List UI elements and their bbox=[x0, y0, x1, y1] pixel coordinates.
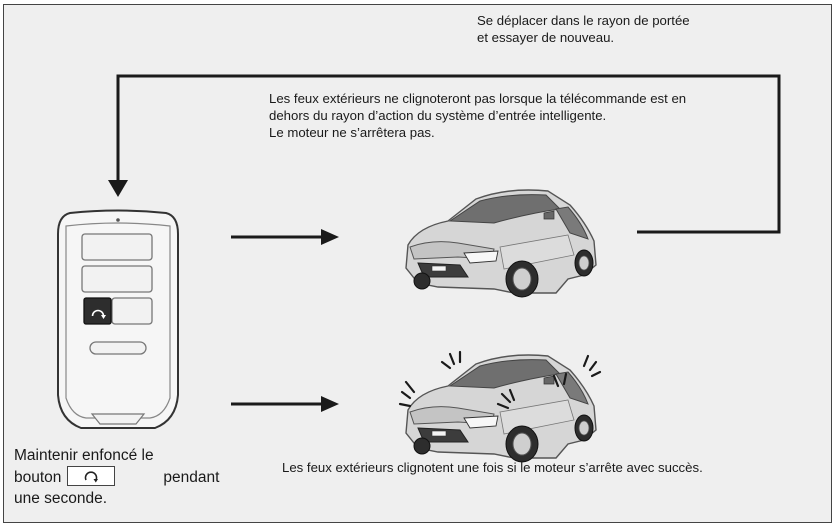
fob-unlock-button bbox=[81, 265, 153, 293]
out-line-3: Le moteur ne s’arrêtera pas. bbox=[269, 125, 435, 140]
hold-line-1: Maintenir enfoncé le bbox=[14, 447, 154, 464]
car-flashing bbox=[398, 350, 602, 463]
fob-trunk-button bbox=[111, 297, 153, 325]
remote-start-button-icon bbox=[67, 466, 116, 486]
retry-instruction: Se déplacer dans le rayon de portée et e… bbox=[477, 12, 690, 46]
out-of-range-note: Les feux extérieurs ne clignoteront pas … bbox=[269, 90, 686, 141]
hold-line-2b: pendant bbox=[163, 469, 220, 486]
hold-line-2: bouton pendant bbox=[14, 466, 219, 488]
arrow-to-car-bottom-head bbox=[321, 396, 339, 412]
retry-loop-arrowhead bbox=[108, 180, 128, 197]
hold-line-3: une seconde. bbox=[14, 490, 108, 507]
arrow-to-car-top-head bbox=[321, 229, 339, 245]
hold-instruction: Maintenir enfoncé le bouton pendant une s… bbox=[14, 445, 219, 509]
retry-loop-line bbox=[116, 74, 781, 234]
remote-start-icon bbox=[91, 309, 105, 317]
retry-line-1: Se déplacer dans le rayon de portée bbox=[477, 13, 690, 28]
car-no-flash bbox=[405, 189, 597, 298]
flash-marks bbox=[398, 350, 602, 410]
out-line-1: Les feux extérieurs ne clignoteront pas … bbox=[269, 91, 687, 106]
fob-lock-button bbox=[81, 233, 153, 261]
remote-fob bbox=[57, 209, 179, 429]
hold-line-2a: bouton bbox=[14, 469, 62, 486]
fob-panic-button bbox=[89, 341, 147, 355]
out-line-2: dehors du rayon d’action du système d’en… bbox=[269, 108, 607, 123]
retry-line-2: et essayer de nouveau. bbox=[477, 30, 615, 45]
success-note: Les feux extérieurs clignotent une fois … bbox=[282, 460, 703, 475]
